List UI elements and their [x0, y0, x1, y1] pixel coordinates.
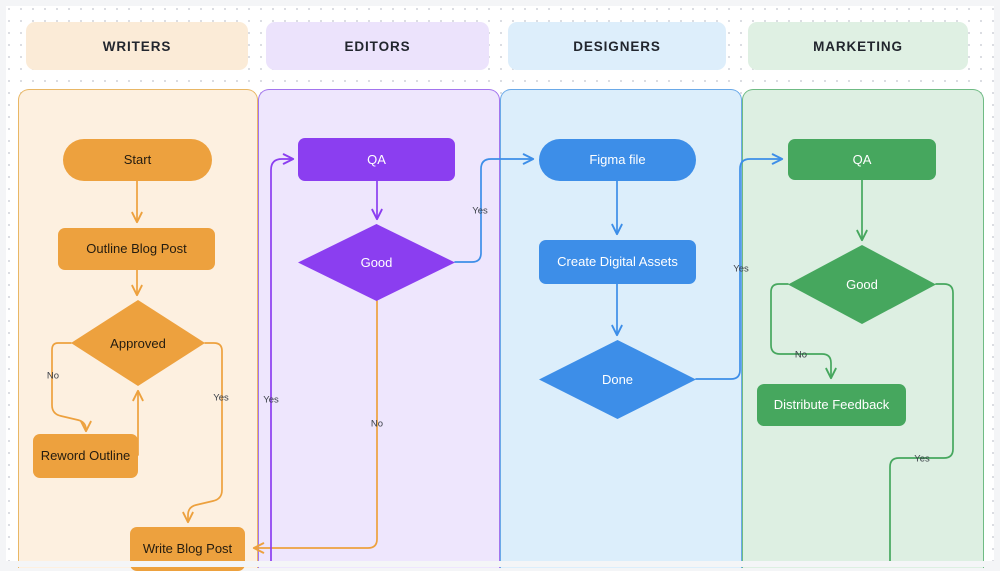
node-approved[interactable]: Approved: [71, 300, 205, 386]
lane-header-label: DESIGNERS: [573, 38, 661, 54]
node-good_editors[interactable]: Good: [298, 224, 455, 301]
edge-label-lbl-yes-market: Yes: [914, 453, 930, 465]
edge-label-lbl-yes-writers: Yes: [213, 392, 229, 404]
node-distribute[interactable]: Distribute Feedback: [757, 384, 906, 426]
node-qa_marketing[interactable]: QA: [788, 139, 936, 180]
diamond-shape: [539, 340, 696, 419]
node-assets[interactable]: Create Digital Assets: [539, 240, 696, 284]
diamond-shape: [71, 300, 205, 386]
node-start[interactable]: Start: [63, 139, 212, 181]
node-good_marketing[interactable]: Good: [788, 245, 936, 324]
node-label: Create Digital Assets: [557, 254, 678, 270]
edge-label-lbl-yes-editors: Yes: [263, 394, 279, 406]
node-label: Write Blog Post: [142, 541, 233, 557]
node-label: Distribute Feedback: [773, 397, 890, 413]
lane-header-writers[interactable]: WRITERS: [26, 22, 248, 70]
lane-header-label: WRITERS: [102, 38, 172, 54]
lane-header-designers[interactable]: DESIGNERS: [508, 22, 726, 70]
node-outline[interactable]: Outline Blog Post: [58, 228, 215, 270]
edge-label-lbl-no-editors: No: [370, 418, 384, 430]
edge-label-lbl-yes-done: Yes: [733, 263, 749, 275]
node-label: QA: [367, 151, 386, 167]
lane-header-label: MARKETING: [813, 38, 903, 54]
edge-label-lbl-no-writers: No: [46, 370, 60, 382]
node-qa_editors[interactable]: QA: [298, 138, 455, 181]
node-label: Outline Blog Post: [86, 241, 187, 257]
node-done[interactable]: Done: [539, 340, 696, 419]
node-label: QA: [852, 151, 872, 167]
diamond-shape: [788, 245, 936, 324]
lane-header-marketing[interactable]: MARKETING: [748, 22, 968, 70]
edge-label-lbl-yes-design: Yes: [472, 205, 488, 217]
edge-label-lbl-no-marketing: No: [794, 349, 808, 361]
node-label: Start: [123, 152, 152, 168]
diamond-shape: [298, 224, 455, 301]
node-label: Reword Outline: [40, 448, 131, 464]
node-figma[interactable]: Figma file: [539, 139, 696, 181]
node-write[interactable]: Write Blog Post: [130, 527, 245, 571]
lane-header-editors[interactable]: EDITORS: [266, 22, 489, 70]
node-label: Figma file: [589, 152, 646, 168]
node-reword[interactable]: Reword Outline: [33, 434, 138, 478]
lane-header-label: EDITORS: [344, 38, 411, 54]
